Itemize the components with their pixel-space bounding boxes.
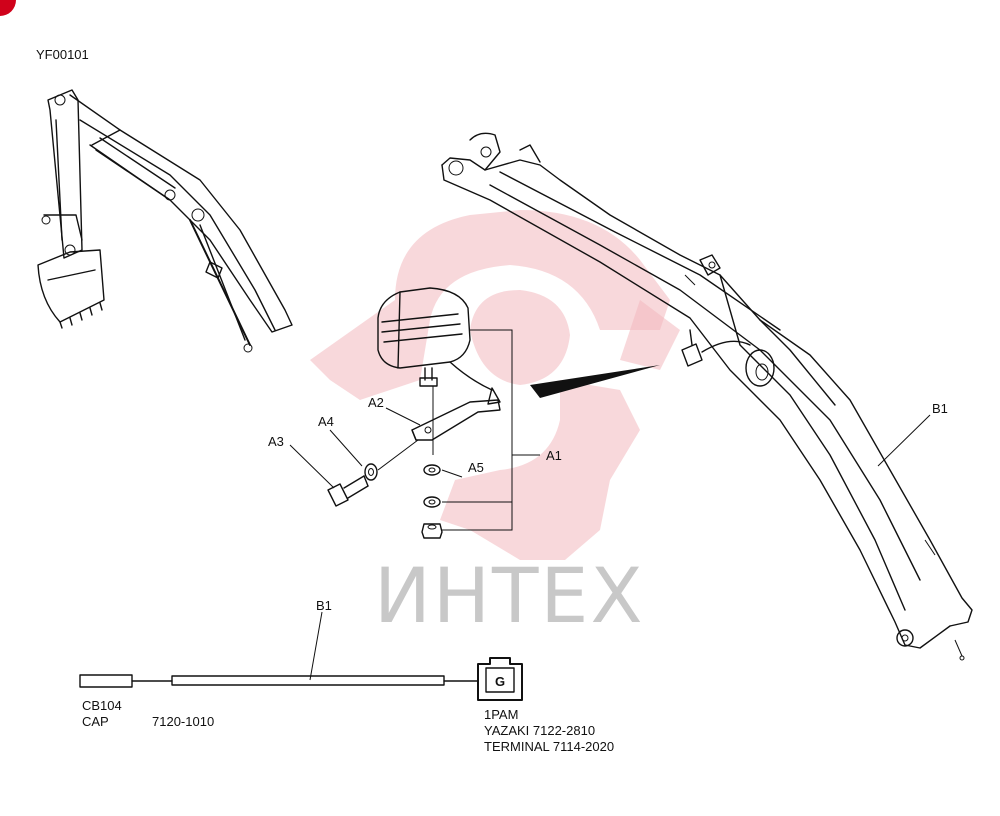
- connector-g-icon: [477, 657, 523, 701]
- bracket-a2: [411, 399, 501, 441]
- washer-a5: [421, 464, 443, 539]
- callout-b1-harness: B1: [316, 598, 332, 613]
- callout-a4: A4: [318, 414, 334, 429]
- callout-a3: A3: [268, 434, 284, 449]
- a1-group-bracket: [442, 329, 540, 531]
- watermark-text: ИНТЕХ: [374, 551, 645, 640]
- harness-left-line1: CB104: [82, 698, 122, 713]
- callout-b1-boom: B1: [932, 401, 948, 416]
- wire-harness-b1: [79, 674, 479, 688]
- work-lamp: [377, 287, 501, 405]
- callout-a5: A5: [468, 460, 484, 475]
- harness-left-line2-right: 7120-1010: [152, 714, 214, 729]
- leader-lines: [289, 386, 931, 681]
- harness-right-line1: 1PAM: [484, 707, 518, 722]
- harness-right-line3: TERMINAL 7114-2020: [484, 739, 614, 754]
- harness-left-line2-left: CAP: [82, 714, 109, 729]
- watermark-gear-logo: [310, 210, 680, 560]
- washer-a4: [364, 463, 378, 481]
- bolt-a3: [327, 475, 369, 507]
- callout-a2: A2: [368, 395, 384, 410]
- harness-right-line2: YAZAKI 7122-2810: [484, 723, 595, 738]
- boom-assembly: [441, 132, 973, 661]
- connector-letter: G: [495, 674, 505, 689]
- drawing-code: YF00101: [36, 47, 89, 62]
- view-arrow: [530, 365, 660, 398]
- excavator-overview-icon: [37, 89, 293, 353]
- corner-mark: [0, 0, 16, 16]
- callout-a1: A1: [546, 448, 562, 463]
